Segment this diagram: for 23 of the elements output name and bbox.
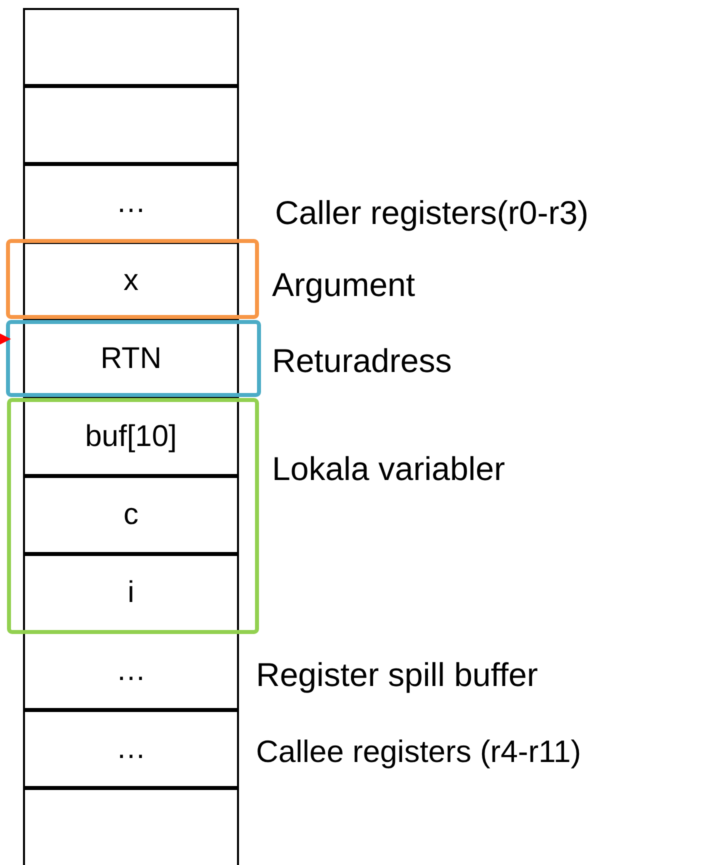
stack-label: Callee registers (r4-r11) bbox=[256, 736, 582, 767]
stack-label: Argument bbox=[272, 268, 416, 301]
cell-text: buf[10] bbox=[85, 420, 177, 454]
stack-cell bbox=[23, 632, 239, 710]
cell-text: i bbox=[128, 576, 134, 610]
cell-text: … bbox=[116, 186, 146, 220]
stack-cell bbox=[23, 8, 239, 86]
stack-label: Returadress bbox=[272, 344, 452, 377]
cell-text: … bbox=[116, 732, 146, 766]
stack-cell bbox=[23, 710, 239, 788]
stack-cell bbox=[23, 788, 239, 865]
stack-cell bbox=[23, 476, 239, 554]
cell-text: RTN bbox=[100, 342, 162, 376]
cell-text: c bbox=[124, 498, 138, 532]
stack-label: Lokala variabler bbox=[272, 452, 505, 485]
stack-cell bbox=[23, 164, 239, 242]
cell-text: x bbox=[124, 264, 138, 298]
stack-label: Caller registers(r0-r3) bbox=[275, 196, 589, 229]
stack-cell bbox=[23, 554, 239, 632]
stack-cell bbox=[23, 242, 239, 320]
stack-label: Register spill buffer bbox=[256, 658, 538, 691]
cell-text: … bbox=[116, 654, 146, 688]
stack-cell bbox=[23, 86, 239, 164]
